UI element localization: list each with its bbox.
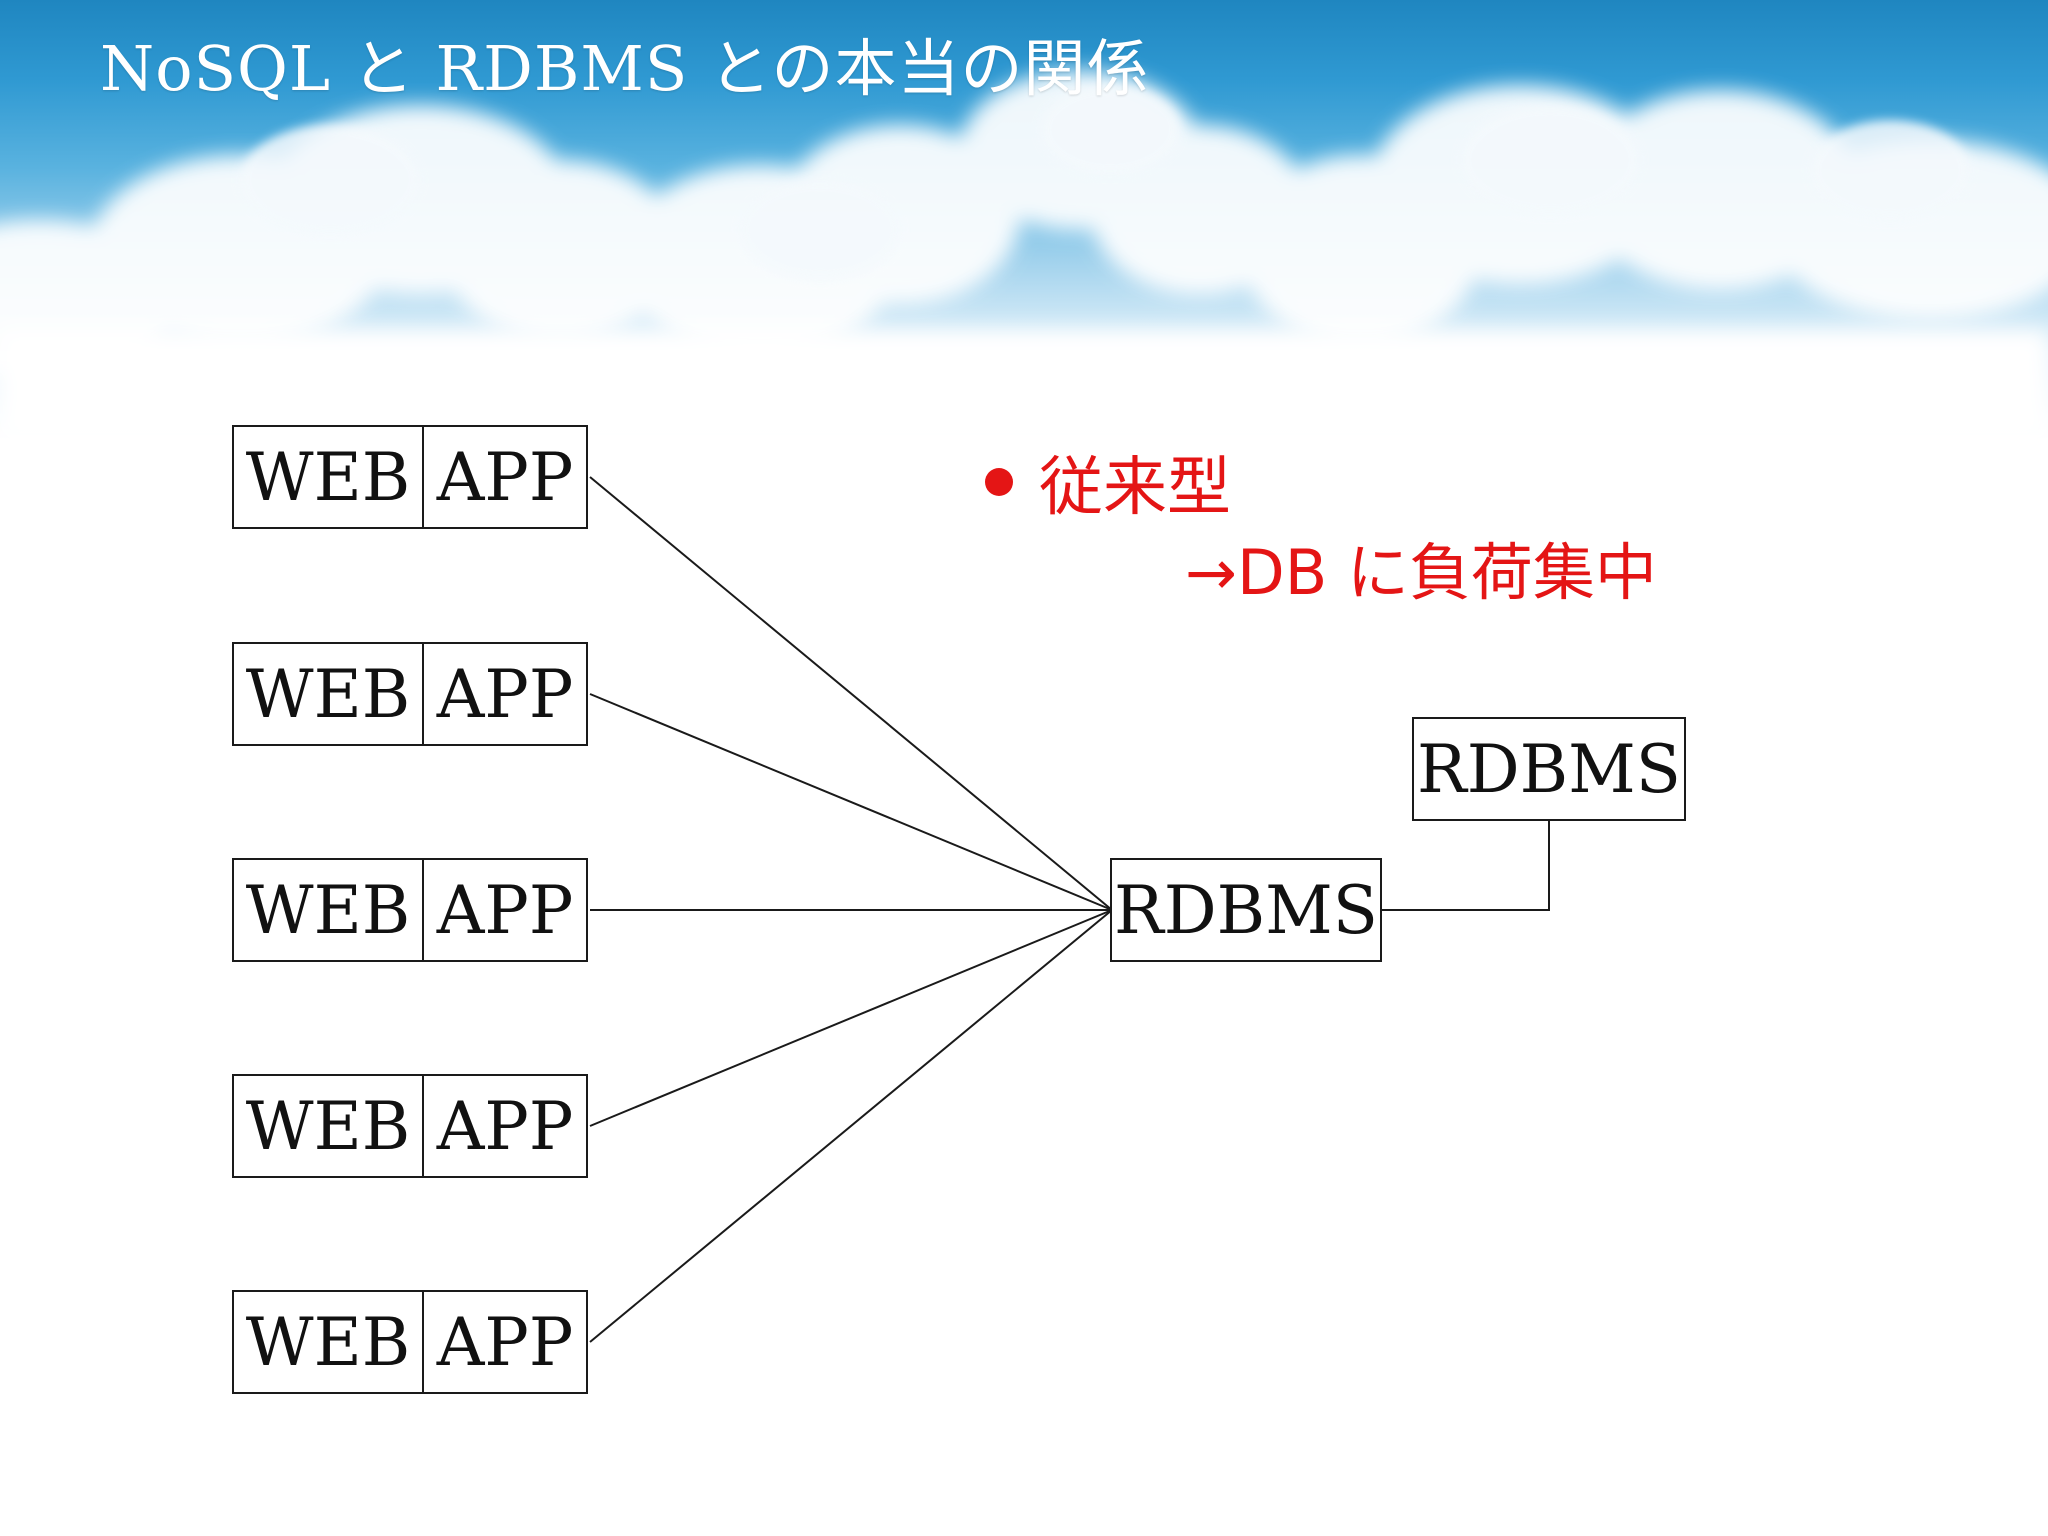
connector-client-5 bbox=[589, 909, 1113, 1343]
web-app-box-4: WEB APP bbox=[232, 1074, 588, 1178]
connector-db-to-db bbox=[1382, 820, 1550, 911]
app-label: APP bbox=[422, 642, 588, 746]
web-label: WEB bbox=[232, 1074, 422, 1178]
connector-client-1 bbox=[589, 476, 1113, 911]
connector-client-4 bbox=[589, 909, 1113, 1127]
cloud-illustration bbox=[0, 70, 2048, 440]
app-label: APP bbox=[422, 1074, 588, 1178]
web-label: WEB bbox=[232, 425, 422, 529]
bullet-text: 従来型 bbox=[1039, 451, 1231, 525]
connector-client-2 bbox=[589, 693, 1113, 911]
secondary-rdbms-box: RDBMS bbox=[1412, 717, 1686, 821]
web-app-box-5: WEB APP bbox=[232, 1290, 588, 1394]
web-label: WEB bbox=[232, 858, 422, 962]
web-label: WEB bbox=[232, 1290, 422, 1394]
web-app-box-3: WEB APP bbox=[232, 858, 588, 962]
central-rdbms-box: RDBMS bbox=[1110, 858, 1382, 962]
web-app-box-2: WEB APP bbox=[232, 642, 588, 746]
bullet-dot-icon bbox=[985, 468, 1013, 496]
app-label: APP bbox=[422, 425, 588, 529]
sky-background bbox=[0, 0, 2048, 440]
note-detail: →DB に負荷集中 bbox=[1185, 536, 1657, 609]
app-label: APP bbox=[422, 858, 588, 962]
app-label: APP bbox=[422, 1290, 588, 1394]
slide-title: NoSQL と RDBMS との本当の関係 bbox=[100, 32, 1150, 105]
bullet-note: 従来型 bbox=[985, 436, 1231, 528]
web-app-box-1: WEB APP bbox=[232, 425, 588, 529]
web-label: WEB bbox=[232, 642, 422, 746]
